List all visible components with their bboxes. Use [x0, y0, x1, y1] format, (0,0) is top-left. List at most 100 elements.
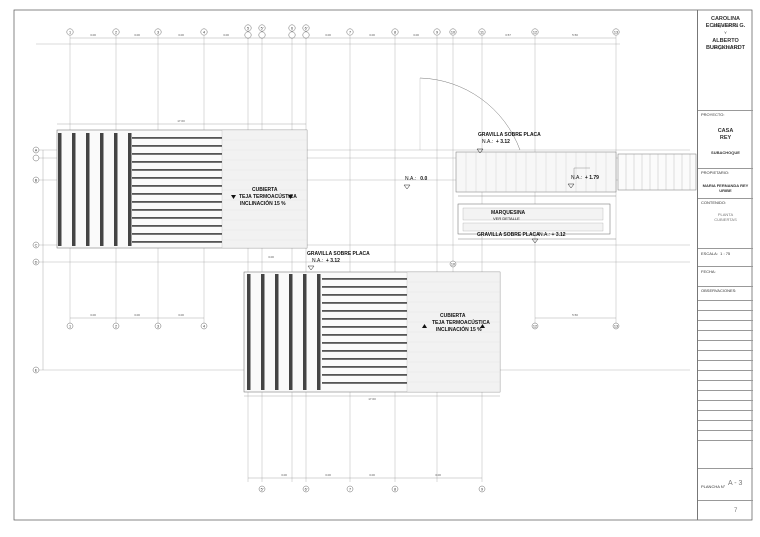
axis-label: 7 — [349, 487, 351, 491]
dimension-lines — [42, 37, 616, 479]
observations-label: OBSERVACIONES: — [701, 288, 737, 293]
project-name: CASA — [717, 128, 734, 134]
owner: MARIA FERNANDA REY URIBE — [702, 183, 749, 193]
roof-right-label-2: TEJA TERMOACÚSTICA — [432, 320, 490, 326]
content: PLANTA — [717, 212, 734, 217]
axis-label: 2 — [115, 30, 117, 34]
gravel-mid-label: GRAVILLA SOBRE PLACA — [477, 232, 540, 238]
svg-text:17.60: 17.60 — [177, 119, 185, 123]
axis-label: 8 — [394, 30, 396, 34]
level-zero: N.A.: 0.0 — [405, 176, 428, 182]
svg-text:5.50: 5.50 — [572, 313, 578, 317]
axis-label: 9 — [436, 30, 438, 34]
gravel-mid-level: N.A.: + 3.12 — [539, 232, 566, 238]
axis-label: 6' — [305, 487, 308, 491]
axis-label: 3 — [157, 324, 159, 328]
svg-text:3.00: 3.00 — [134, 33, 140, 37]
slope-arrow-icon — [480, 324, 485, 328]
axis-label: 3 — [157, 30, 159, 34]
architect-2-role: ARQUITECTO — [712, 45, 739, 50]
axis-label: A — [35, 148, 38, 152]
svg-text:3.00: 3.00 — [325, 33, 331, 37]
slope-arrow-icon — [422, 324, 427, 328]
axis-label: 1 — [69, 324, 71, 328]
svg-text:5.50: 5.50 — [572, 33, 578, 37]
left-axis-markers — [32, 146, 457, 374]
axis-label: 5' — [261, 26, 264, 30]
svg-text:3.00: 3.00 — [223, 33, 229, 37]
top-axis-labels: 1 2 3 4 5 5' 6 6' 7 8 9 10 11 12 13 — [69, 26, 618, 34]
architect-1-role: ARQUITECTA — [712, 23, 739, 28]
axis-label: E — [35, 368, 38, 372]
axis-label: 4 — [203, 30, 205, 34]
door-swing-arc — [419, 77, 521, 151]
project-label: PROYECTO: — [701, 112, 725, 117]
axis-label: 12 — [533, 324, 537, 328]
ramp — [617, 153, 697, 191]
content-2: CUBIERTAS — [714, 217, 737, 222]
svg-text:3.00: 3.00 — [369, 473, 375, 477]
architect-2: ALBERTO BURCKHARDT — [705, 38, 746, 51]
roof-right-label-3: INCLINACIÓN 15 % — [436, 327, 482, 333]
canopy-sub: VER DETALLE — [493, 216, 520, 221]
axis-label: B — [35, 178, 38, 182]
sheet-label: PLANCHA N° — [701, 484, 726, 489]
left-roof — [56, 129, 308, 249]
gravel-low-label: GRAVILLA SOBRE PLACA — [307, 251, 370, 257]
sheet-number: A - 3 — [728, 480, 743, 487]
gravel-low-level: N.A.: + 3.12 — [312, 258, 340, 264]
project-name-2: REY — [719, 135, 732, 141]
axis-label: 10 — [451, 30, 455, 34]
roof-right-label-1: CUBIERTA — [440, 313, 466, 319]
axis-label: 13 — [614, 324, 618, 328]
bottom-axis-markers — [66, 322, 620, 493]
axis-label: 6' — [305, 26, 308, 30]
slope-arrow-icon — [231, 195, 236, 199]
roof-left-label-2: TEJA TERMOACÚSTICA — [239, 194, 297, 200]
axis-label: 1 — [69, 30, 71, 34]
content-label: CONTENIDO: — [701, 200, 727, 205]
axis-label: C — [35, 243, 38, 247]
svg-text:3.00: 3.00 — [369, 33, 375, 37]
svg-text:17.60: 17.60 — [368, 397, 376, 401]
left-axis-labels: A B C D E 10 — [35, 148, 455, 372]
level-marker-icons — [307, 148, 575, 271]
axis-label: 8 — [394, 487, 396, 491]
lower-roof-purlins — [322, 278, 407, 384]
lower-roof-hatch — [407, 281, 500, 383]
title-block: CAROLINA ECHEVERRI G. ARQUITECTA Y ALBER… — [697, 10, 753, 520]
svg-text:3.00: 3.00 — [325, 473, 331, 477]
svg-text:3.00: 3.00 — [134, 313, 140, 317]
left-roof-hatch — [222, 139, 307, 241]
connector: Y — [724, 30, 727, 35]
sheet-total: 7 — [734, 508, 738, 514]
canopy-label: MARQUESINA — [491, 210, 526, 216]
gravel-top-label: GRAVILLA SOBRE PLACA — [478, 132, 541, 138]
axis-label: 10 — [451, 262, 455, 266]
axis-label: D — [35, 260, 38, 264]
top-axis-markers — [66, 24, 620, 39]
svg-text:3.00: 3.00 — [268, 255, 274, 259]
slope-arrow-icon — [288, 195, 293, 199]
bottom-axis-labels: 1 2 3 4 12 13 5' 6' 7 8 9 — [69, 324, 618, 491]
axis-label: 12 — [533, 30, 537, 34]
axis-label: 4 — [203, 324, 205, 328]
dimension-text: 3.00 3.00 3.00 3.00 3.00 3.00 3.00 3.57 … — [90, 33, 578, 477]
right-wing — [419, 77, 697, 240]
axis-label: 9 — [481, 487, 483, 491]
svg-text:3.00: 3.00 — [435, 473, 441, 477]
left-roof-beams — [58, 133, 132, 246]
axis-label: 11 — [480, 30, 484, 34]
grid-lines — [36, 36, 690, 482]
left-roof-purlins — [132, 137, 222, 243]
svg-text:3.00: 3.00 — [413, 33, 419, 37]
lower-roof — [243, 271, 501, 393]
architect-1: CAROLINA ECHEVERRI G. — [705, 16, 746, 29]
roof-left-label-1: CUBIERTA — [252, 187, 278, 193]
svg-text:3.00: 3.00 — [90, 33, 96, 37]
axis-label: 13 — [614, 30, 618, 34]
axis-label: 2 — [115, 324, 117, 328]
owner-label: PROPIETARIO: — [701, 170, 730, 175]
level-179: N.A.: + 1.79 — [571, 175, 599, 181]
